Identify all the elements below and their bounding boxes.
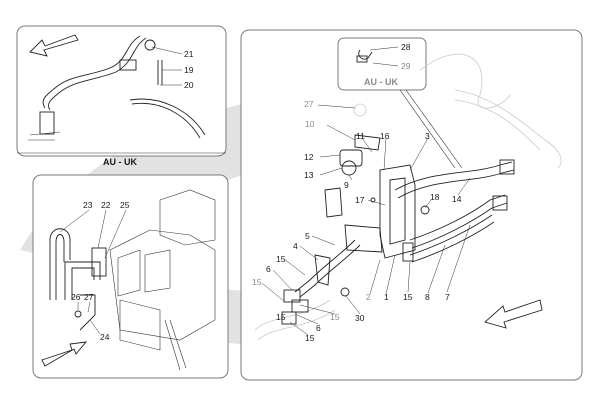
label-17: 17 bbox=[355, 195, 365, 205]
label-13: 13 bbox=[304, 170, 314, 180]
label-7: 7 bbox=[445, 292, 450, 302]
label-6-a: 6 bbox=[266, 264, 271, 274]
label-15-b: 15 bbox=[252, 277, 262, 287]
label-28: 28 bbox=[401, 42, 411, 52]
label-18: 18 bbox=[430, 192, 440, 202]
label-10: 10 bbox=[305, 119, 315, 129]
direction-arrow-icon bbox=[29, 34, 79, 57]
label-24: 24 bbox=[100, 332, 110, 342]
label-12: 12 bbox=[304, 152, 314, 162]
panel-top-left: 21 19 20 AU - UK bbox=[16, 25, 227, 167]
label-1: 1 bbox=[384, 292, 389, 302]
label-11: 11 bbox=[356, 131, 365, 141]
inset-box: 28 29 AU - UK bbox=[337, 37, 463, 169]
label-2: 2 bbox=[366, 292, 371, 302]
panel-main: 28 29 AU - UK bbox=[240, 29, 583, 381]
label-26: 26 bbox=[71, 292, 81, 302]
label-27: 27 bbox=[84, 292, 94, 302]
label-14: 14 bbox=[452, 194, 462, 204]
label-25: 25 bbox=[120, 200, 130, 210]
label-27-main: 27 bbox=[304, 99, 314, 109]
label-19: 19 bbox=[184, 65, 194, 75]
label-9: 9 bbox=[344, 180, 349, 190]
label-4: 4 bbox=[293, 241, 298, 251]
label-6-b: 6 bbox=[316, 323, 321, 333]
caption-inset: AU - UK bbox=[364, 77, 398, 87]
label-5: 5 bbox=[305, 231, 310, 241]
label-3: 3 bbox=[425, 131, 430, 141]
direction-arrow-icon bbox=[484, 299, 543, 329]
caption-top-left: AU - UK bbox=[103, 157, 137, 167]
label-8: 8 bbox=[425, 292, 430, 302]
label-15-d: 15 bbox=[330, 312, 340, 322]
label-15-f: 15 bbox=[305, 333, 315, 343]
label-30: 30 bbox=[355, 313, 365, 323]
panel-bottom-left: 23 22 25 26 27 24 bbox=[32, 174, 229, 379]
label-22: 22 bbox=[101, 200, 111, 210]
label-15-a: 15 bbox=[276, 254, 286, 264]
label-15-e: 15 bbox=[276, 312, 286, 322]
label-15-c: 15 bbox=[403, 292, 413, 302]
label-20: 20 bbox=[184, 80, 194, 90]
label-23: 23 bbox=[83, 200, 93, 210]
direction-arrow-icon bbox=[41, 341, 88, 367]
label-29: 29 bbox=[401, 61, 411, 71]
label-21: 21 bbox=[184, 49, 194, 59]
label-16: 16 bbox=[380, 131, 390, 141]
